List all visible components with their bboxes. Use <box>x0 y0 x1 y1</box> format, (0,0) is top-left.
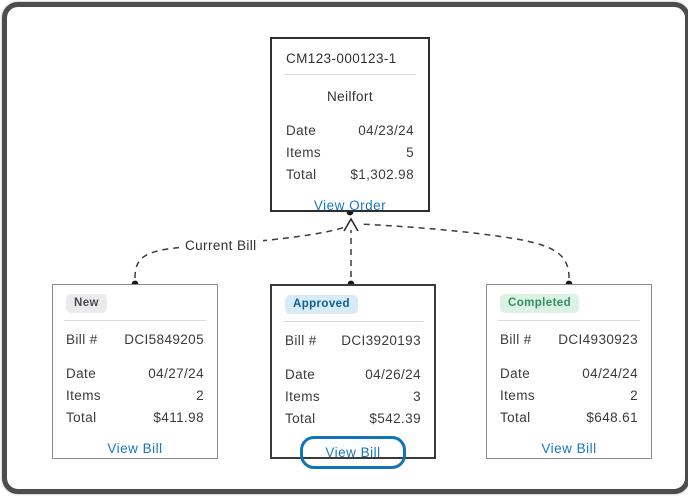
bill-date-row: Date 04/26/24 <box>285 364 421 386</box>
date-value: 04/27/24 <box>148 366 204 381</box>
items-value: 5 <box>406 145 414 160</box>
date-value: 04/24/24 <box>582 366 638 381</box>
date-label: Date <box>500 366 531 381</box>
bill-number-value: DCI5849205 <box>124 332 204 347</box>
total-label: Total <box>66 410 97 425</box>
order-date-row: Date 04/23/24 <box>286 120 414 142</box>
total-value: $648.61 <box>586 410 638 425</box>
items-label: Items <box>500 388 536 403</box>
divider <box>284 74 416 75</box>
bill-number-row: Bill # DCI3920193 <box>285 330 421 352</box>
date-label: Date <box>286 123 317 138</box>
items-value: 2 <box>196 388 204 403</box>
date-value: 04/26/24 <box>365 367 421 382</box>
date-label: Date <box>66 366 97 381</box>
bill-total-row: Total $648.61 <box>500 407 638 429</box>
status-badge: New <box>66 294 107 313</box>
items-label: Items <box>285 389 321 404</box>
bill-card-completed: Completed Bill # DCI4930923 Date 04/24/2… <box>486 284 652 459</box>
divider <box>283 321 423 322</box>
total-label: Total <box>286 167 317 182</box>
total-value: $411.98 <box>153 410 204 425</box>
order-card: CM123-000123-1 Neilfort Date 04/23/24 It… <box>270 37 430 213</box>
bill-total-row: Total $542.39 <box>285 408 421 430</box>
total-value: $1,302.98 <box>350 167 414 182</box>
view-bill-link[interactable]: View Bill <box>541 441 597 456</box>
bill-number-label: Bill # <box>500 332 532 347</box>
bill-items-row: Items 3 <box>285 386 421 408</box>
bill-total-row: Total $411.98 <box>66 407 204 429</box>
bill-number-value: DCI3920193 <box>341 333 421 348</box>
items-label: Items <box>286 145 322 160</box>
date-value: 04/23/24 <box>358 123 414 138</box>
total-label: Total <box>285 411 316 426</box>
view-order-link[interactable]: View Order <box>313 198 387 213</box>
items-value: 3 <box>413 389 421 404</box>
bill-date-row: Date 04/24/24 <box>500 363 638 385</box>
connector-right <box>358 223 570 279</box>
date-label: Date <box>285 367 316 382</box>
bill-card-approved: Approved Bill # DCI3920193 Date 04/26/24… <box>270 284 436 469</box>
items-value: 2 <box>630 388 638 403</box>
bill-card-new: New Bill # DCI5849205 Date 04/27/24 Item… <box>52 284 218 459</box>
connector-label: Current Bill <box>179 237 263 254</box>
order-total-row: Total $1,302.98 <box>286 164 414 186</box>
arrowhead-icon <box>343 217 359 232</box>
order-number: CM123-000123-1 <box>286 51 397 66</box>
total-label: Total <box>500 410 531 425</box>
bill-date-row: Date 04/27/24 <box>66 363 204 385</box>
bill-number-label: Bill # <box>285 333 317 348</box>
bill-number-row: Bill # DCI5849205 <box>66 329 204 351</box>
order-items-row: Items 5 <box>286 142 414 164</box>
divider <box>498 320 640 321</box>
bill-number-value: DCI4930923 <box>558 332 638 347</box>
customer-name: Neilfort <box>327 89 373 104</box>
view-bill-link[interactable]: View Bill <box>107 441 163 456</box>
bill-items-row: Items 2 <box>500 385 638 407</box>
bill-items-row: Items 2 <box>66 385 204 407</box>
status-badge: Approved <box>285 295 358 314</box>
divider <box>64 320 206 321</box>
bill-number-label: Bill # <box>66 332 98 347</box>
bill-number-row: Bill # DCI4930923 <box>500 329 638 351</box>
total-value: $542.39 <box>369 411 421 426</box>
view-bill-button-focused[interactable]: View Bill <box>300 436 406 469</box>
items-label: Items <box>66 388 102 403</box>
status-badge: Completed <box>500 294 580 313</box>
